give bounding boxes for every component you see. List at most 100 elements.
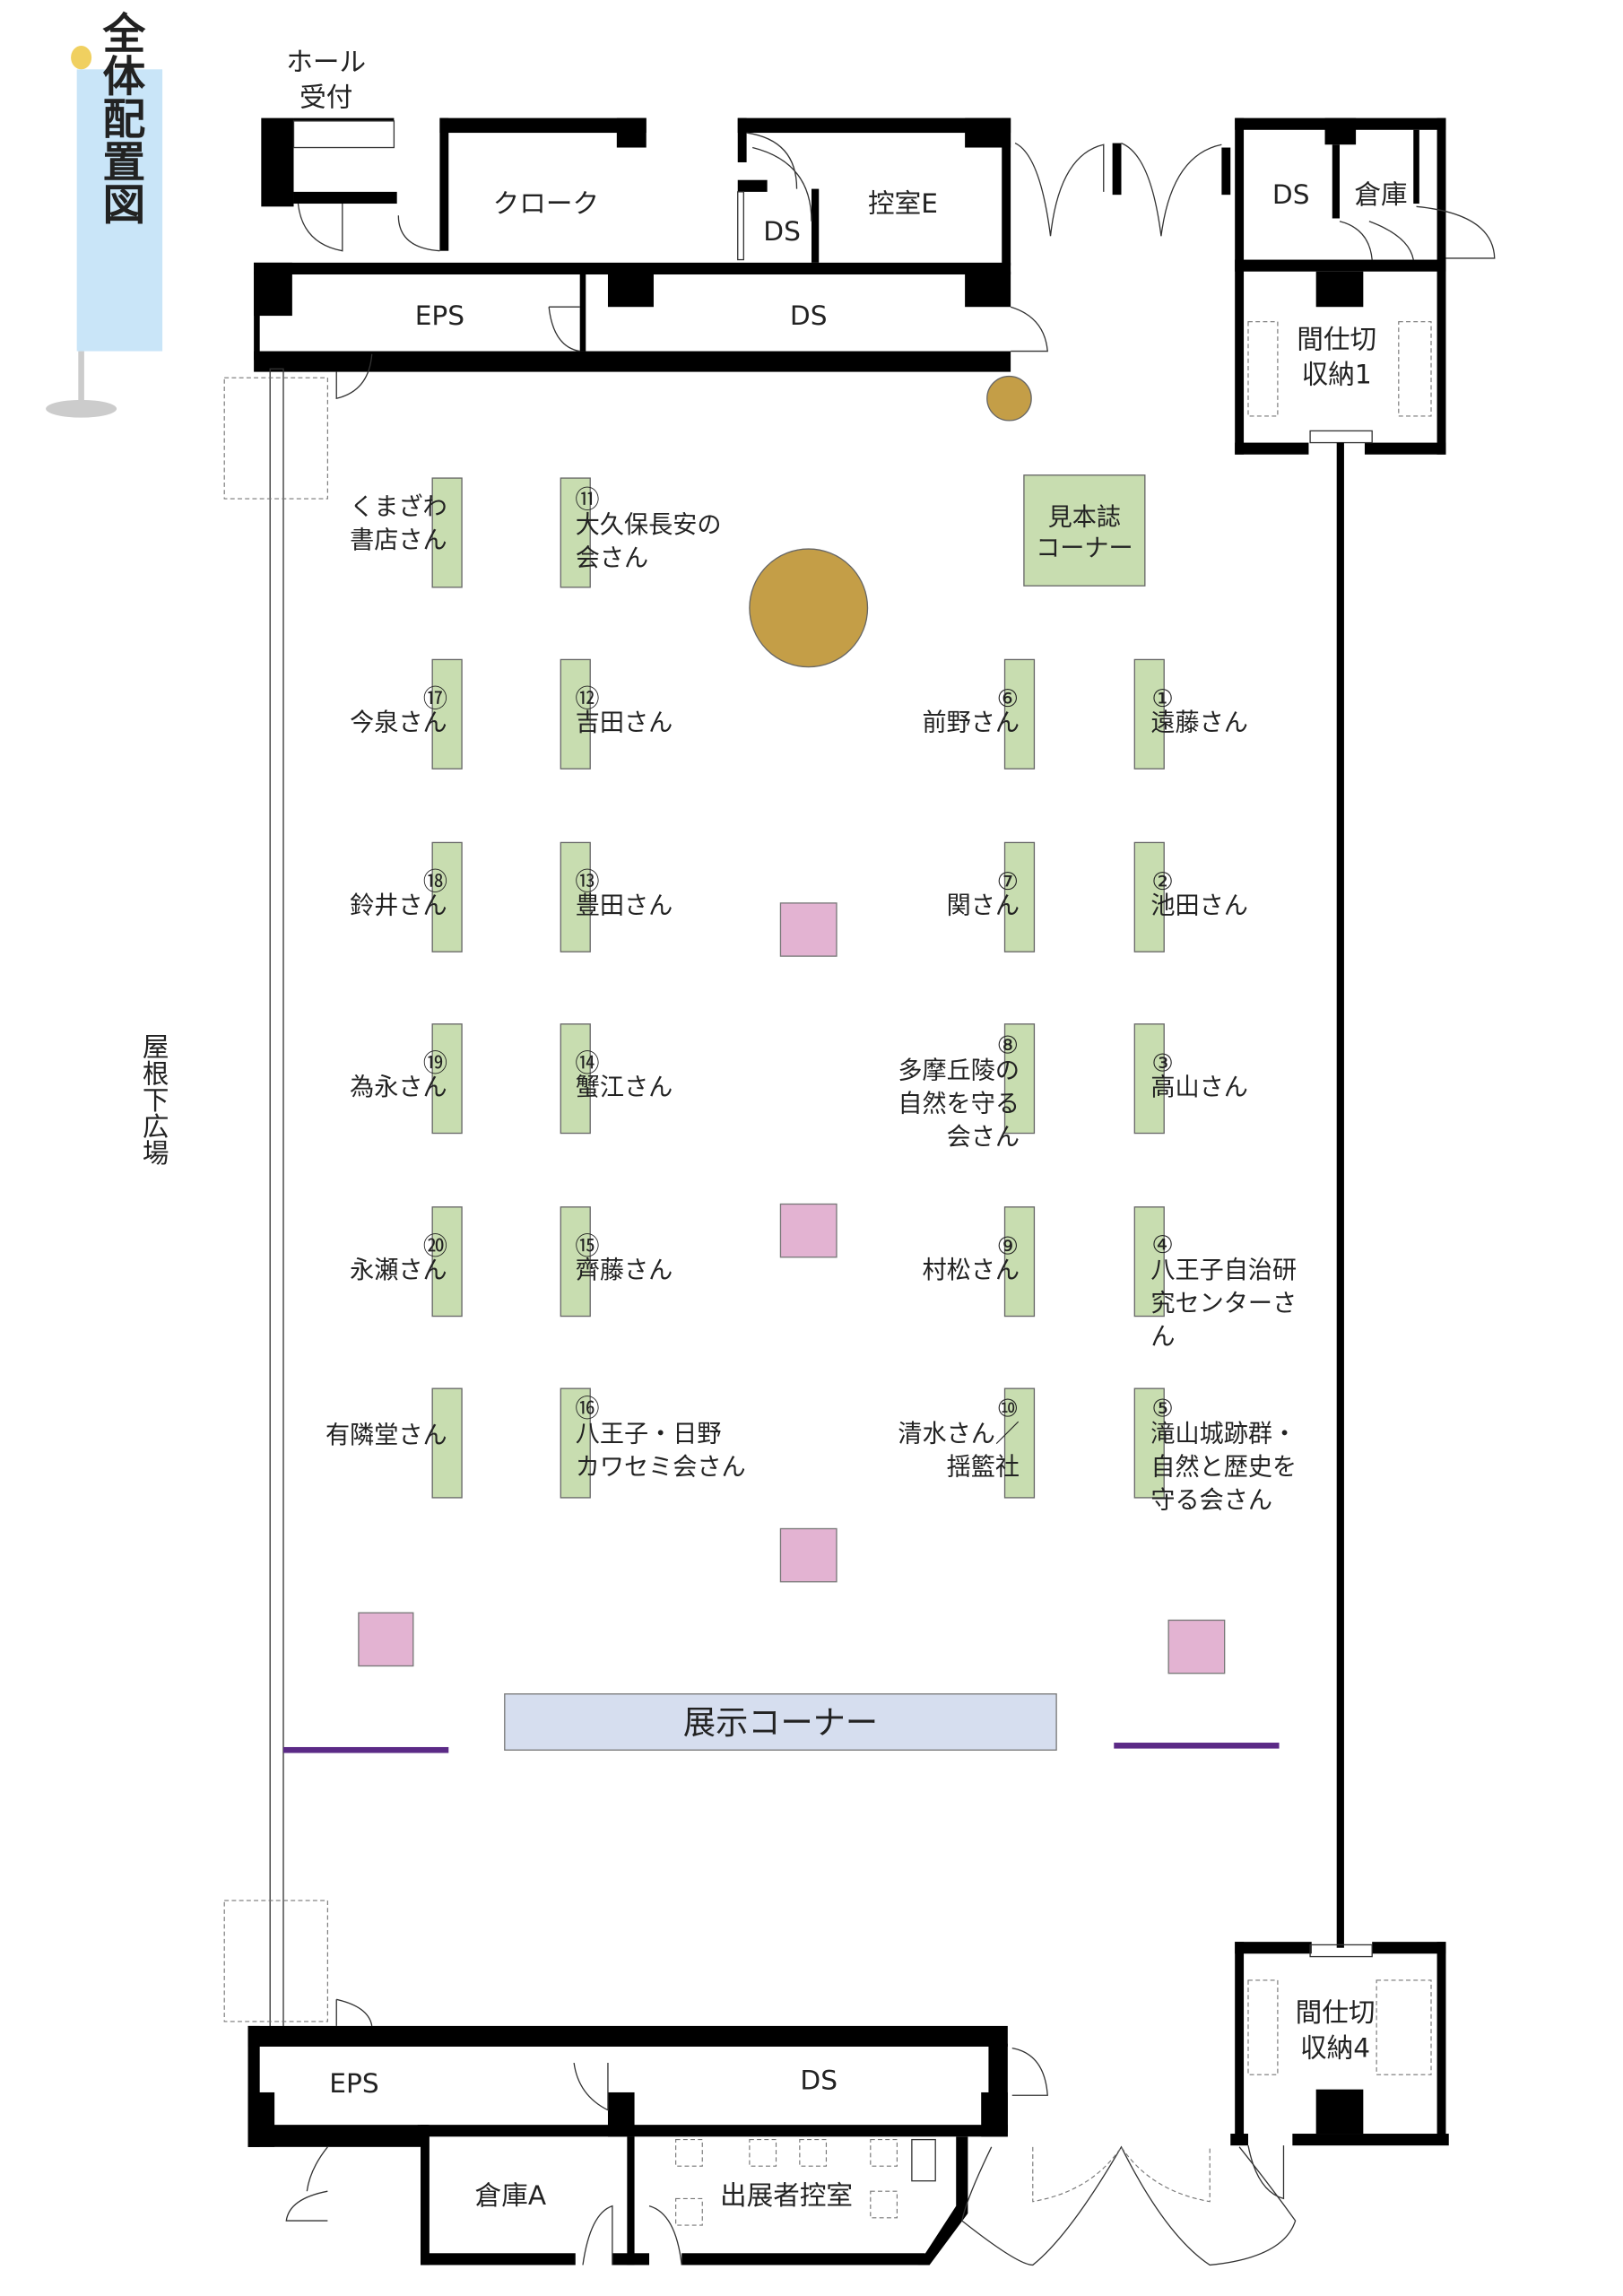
sample-corner: 見本誌 コーナー (1023, 474, 1146, 587)
booth-name: 村松さん (922, 1257, 1020, 1284)
hall-reception-label-2: 受付 (299, 82, 352, 112)
pole-dot (71, 46, 92, 70)
booth-number: ⑨ (997, 1232, 1019, 1260)
booth-table (1003, 841, 1036, 952)
booth-number: ⑧ (997, 1032, 1019, 1060)
booth-table (431, 1206, 463, 1318)
booth-table (1133, 1023, 1165, 1135)
booth-number: ⑩ (997, 1395, 1019, 1422)
left-wall (223, 368, 328, 2030)
booth-table (1003, 658, 1036, 770)
purple-line-right (1114, 1743, 1280, 1749)
eps-top-label: EPS (415, 300, 464, 331)
booth-number: ⑭ (575, 1049, 599, 1077)
pink-area (779, 902, 838, 957)
booth-name: 吉田さん (576, 709, 673, 736)
exhibitor-room-label: 出展者控室 (720, 2180, 853, 2211)
eps-bottom-label: EPS (329, 2068, 378, 2099)
ds-bottom-label: DS (800, 2066, 838, 2096)
room-labels: ホール 受付 クローク DS 控室E EPS DS DS 倉庫 間仕切 収納1 … (138, 47, 1407, 2211)
booth-number: ⑥ (997, 685, 1019, 713)
booth-number: ⑤ (1151, 1395, 1173, 1422)
booth-number: ① (1151, 685, 1173, 713)
booth-name: 今泉さん (350, 709, 447, 736)
booth-number: ② (1151, 868, 1173, 896)
booth-table (1003, 1206, 1036, 1318)
sample-corner-label: 見本誌 (1048, 504, 1121, 532)
booth-number: ⑪ (575, 486, 599, 514)
pink-area (358, 1612, 414, 1667)
booth-table (1133, 1206, 1165, 1318)
booth-table (1003, 1023, 1036, 1135)
booth-number: ⑰ (423, 685, 447, 713)
booth-name: 前野さん (922, 709, 1020, 736)
booth-table (1133, 1387, 1165, 1499)
pink-area (1167, 1619, 1226, 1674)
partition1-label: 間仕切 (1297, 324, 1376, 354)
column-large (749, 548, 869, 668)
booth-table (560, 658, 591, 770)
ds-top-label: DS (790, 300, 828, 331)
pink-area (779, 1203, 838, 1258)
booth-name: 揺籃社 (947, 1453, 1020, 1481)
page-title: 全体配置図 (95, 10, 146, 225)
booth-name: 蟹江さん (576, 1074, 673, 1101)
booth-name: カワセミ会さん (576, 1453, 746, 1481)
sample-corner-label-2: コーナー (1036, 535, 1133, 562)
booth-table (431, 1387, 463, 1499)
cloak-label: クローク (493, 188, 599, 219)
booth-name: 永瀬さん (350, 1257, 447, 1284)
booth-number: ⑯ (575, 1395, 599, 1422)
booth-number: ⑮ (575, 1232, 599, 1260)
booth-number: ④ (1151, 1231, 1173, 1259)
hall-reception-label: ホール (286, 47, 366, 77)
booth-name: 自然を守る (898, 1091, 1020, 1118)
booth-number: ⑫ (575, 685, 599, 713)
booth-name: 齊藤さん (576, 1257, 673, 1284)
bottom-rooms (247, 1998, 1297, 2266)
booth-table (1133, 841, 1165, 952)
booth-table (431, 477, 463, 588)
booth-name: 究センターさ (1150, 1290, 1297, 1318)
booth-name: くまざわ (350, 493, 447, 521)
booth-table (560, 841, 591, 952)
partition4-label-2: 収納4 (1300, 2032, 1370, 2063)
booth-name: 池田さん (1150, 891, 1248, 919)
booth-name: 高山さん (1150, 1074, 1248, 1101)
exhibit-corner-label: 展示コーナー (683, 1703, 878, 1742)
storage-a-label: 倉庫A (475, 2180, 547, 2211)
pink-area (779, 1527, 838, 1583)
booth-name: 多摩丘陵の (898, 1057, 1020, 1085)
booth-name: 鈴井さん (350, 891, 447, 919)
exhibit-corner: 展示コーナー (504, 1693, 1057, 1751)
booth-name: 遠藤さん (1150, 709, 1248, 736)
partition4-label: 間仕切 (1296, 1997, 1376, 2028)
booth-name: 八王子自治研 (1150, 1257, 1297, 1284)
booth-table (1133, 658, 1165, 770)
booth-table (560, 1206, 591, 1318)
outside-plaza-label: 屋根下広場 (138, 1033, 169, 1166)
waiting-e-label: 控室E (868, 188, 938, 219)
booth-name: 守る会さん (1150, 1486, 1272, 1514)
booth-number: ⑱ (423, 868, 447, 896)
